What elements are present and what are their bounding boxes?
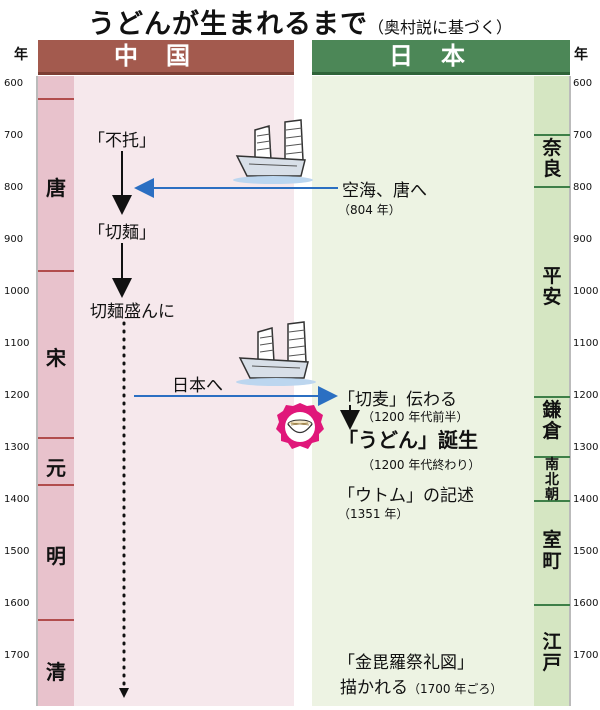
era-yuan: 元 — [46, 456, 66, 480]
period-divider — [534, 500, 570, 502]
event-setsumen-popular: 切麺盛んに — [90, 302, 175, 322]
tick-left-1000: 1000 — [4, 286, 30, 297]
era-song: 宋 — [46, 346, 66, 370]
event-konpira-year: （1700 年ごろ） — [408, 682, 503, 696]
period-muromachi: 室町 — [534, 530, 570, 572]
tick-left-700: 700 — [4, 130, 24, 141]
era-ming: 明 — [46, 544, 66, 568]
year-label-left: 年 — [14, 47, 28, 63]
left-axis-line — [36, 76, 38, 706]
japan-column — [312, 76, 570, 706]
event-setsubaku: 「切麦」伝わる — [338, 390, 457, 410]
china-header: 中国 — [38, 40, 294, 75]
tick-left-1700: 1700 — [4, 650, 30, 661]
title-main: うどんが生まれるまで — [87, 9, 368, 40]
tick-right-800: 800 — [573, 182, 593, 193]
china-era-strip — [38, 76, 74, 706]
event-setsumen: 「切麺」 — [88, 223, 156, 243]
period-edo: 江戸 — [534, 632, 570, 674]
tick-left-900: 900 — [4, 234, 24, 245]
event-kukai: 空海、唐へ — [342, 181, 427, 201]
event-to-japan: 日本へ — [172, 376, 223, 396]
period-divider — [534, 456, 570, 458]
tick-right-1400: 1400 — [573, 494, 599, 505]
tick-right-1200: 1200 — [573, 390, 599, 401]
tick-left-1300: 1300 — [4, 442, 30, 453]
japan-header: 日本 — [312, 40, 570, 75]
event-utomu: 「ウトム」の記述 — [338, 486, 474, 506]
era-qing: 清 — [46, 660, 66, 684]
event-udon-birth-year: （1200 年代終わり） — [362, 458, 481, 472]
junk-ship-icon — [233, 119, 313, 184]
era-divider — [38, 619, 74, 621]
event-setsubaku-year: （1200 年代前半） — [362, 410, 469, 424]
tick-right-1600: 1600 — [573, 598, 599, 609]
period-name-text: 奈良 — [542, 137, 562, 180]
era-divider — [38, 484, 74, 486]
event-kukai-year: （804 年） — [338, 203, 401, 217]
era-divider — [38, 270, 74, 272]
tick-left-1200: 1200 — [4, 390, 30, 401]
tick-right-1000: 1000 — [573, 286, 599, 297]
period-divider — [534, 186, 570, 188]
period-divider — [534, 604, 570, 606]
japan-period-strip — [534, 76, 570, 706]
event-konpira-drawn: 描かれる（1700 年ごろ） — [340, 673, 502, 698]
right-axis-line — [569, 76, 571, 706]
tick-left-600: 600 — [4, 78, 24, 89]
dotted-arrow-head — [119, 688, 129, 698]
period-name-text: 鎌倉 — [542, 399, 562, 442]
period-nanbokucho: 南北朝 — [534, 458, 570, 503]
tick-left-1100: 1100 — [4, 338, 30, 349]
period-name-text: 南北朝 — [545, 457, 559, 503]
period-divider — [534, 134, 570, 136]
page-title: うどんが生まれるまで（奥村説に基づく） — [0, 2, 600, 41]
period-heian: 平安 — [534, 266, 570, 308]
era-tang: 唐 — [46, 176, 66, 200]
tick-right-600: 600 — [573, 78, 593, 89]
tick-right-1500: 1500 — [573, 546, 599, 557]
period-name-text: 江戸 — [542, 631, 562, 674]
period-divider — [534, 396, 570, 398]
event-konpira-drawn-text: 描かれる — [340, 678, 408, 698]
tick-right-1100: 1100 — [573, 338, 599, 349]
tick-left-1400: 1400 — [4, 494, 30, 505]
tick-right-700: 700 — [573, 130, 593, 141]
era-divider — [38, 437, 74, 439]
tick-left-1500: 1500 — [4, 546, 30, 557]
era-divider — [38, 98, 74, 100]
tick-right-1300: 1300 — [573, 442, 599, 453]
title-sub: （奥村説に基づく） — [367, 18, 512, 37]
period-kamakura: 鎌倉 — [534, 400, 570, 442]
tick-right-1700: 1700 — [573, 650, 599, 661]
event-udon-birth: 「うどん」誕生 — [338, 428, 478, 452]
tick-left-800: 800 — [4, 182, 24, 193]
event-futon: 「不托」 — [88, 131, 156, 151]
event-utomu-year: （1351 年） — [338, 507, 409, 521]
event-konpira: 「金毘羅祭礼図」 — [338, 653, 474, 673]
tick-left-1600: 1600 — [4, 598, 30, 609]
year-label-right: 年 — [574, 47, 588, 63]
period-name-text: 平安 — [542, 265, 562, 308]
tick-right-900: 900 — [573, 234, 593, 245]
junk-ship-icon — [236, 321, 316, 386]
period-name-text: 室町 — [542, 529, 562, 572]
udon-bowl-icon — [276, 403, 324, 449]
period-nara: 奈良 — [534, 138, 570, 180]
